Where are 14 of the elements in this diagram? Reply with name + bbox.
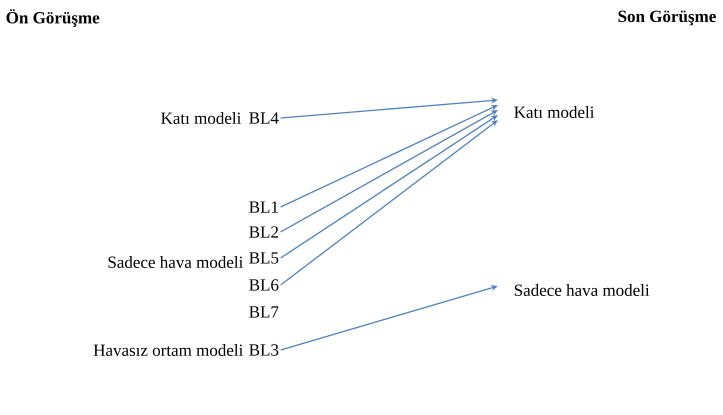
node-text: BL5 (249, 252, 278, 264)
node-text: Sadece hava modeli (514, 284, 650, 296)
heading: Ön Görüşme (6, 9, 100, 27)
node-text: BL1 (249, 201, 278, 213)
category-label: Sadece hava modeli (108, 256, 243, 268)
node-text: BL7 (249, 306, 278, 318)
node-text: BL3 (249, 344, 278, 356)
category-label: Havasız ortam modeli (94, 344, 243, 356)
heading: Son Görüşme (618, 10, 716, 26)
node-text: BL6 (249, 279, 278, 291)
node-text: BL4 (249, 112, 279, 124)
node-text: BL2 (249, 226, 278, 238)
node-text: Katı modeli (514, 106, 594, 118)
category-label: Katı modeli (161, 112, 241, 124)
